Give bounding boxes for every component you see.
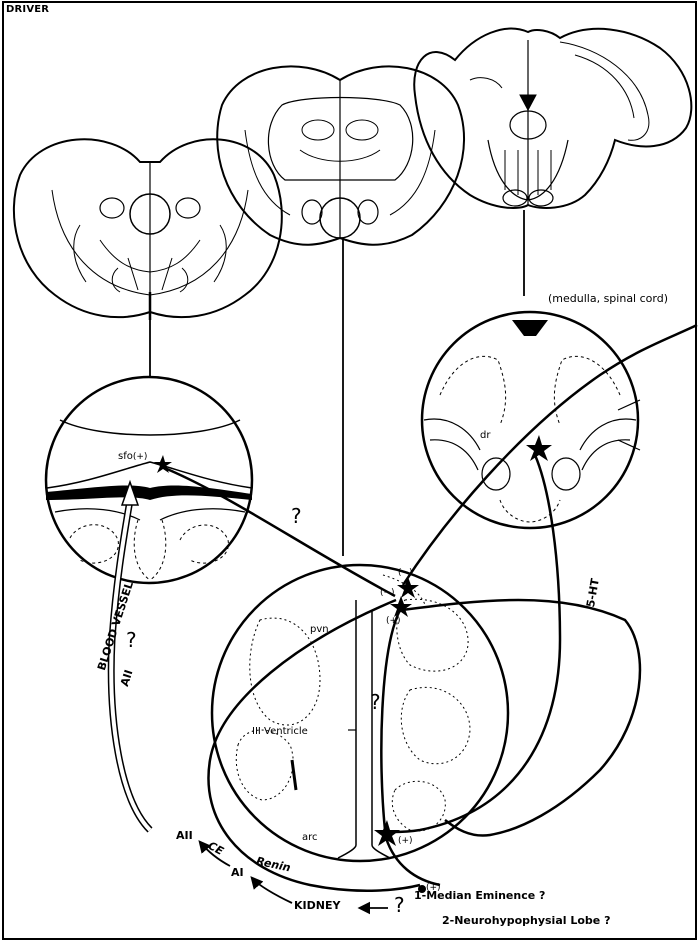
arc-sign-plus: (+) — [398, 836, 413, 846]
question-mark-ventricle: ? — [370, 690, 381, 714]
arc-label: arc — [302, 832, 318, 843]
brain-section-left — [14, 139, 282, 320]
question-mark-sfo-pathway: ? — [291, 504, 302, 528]
angiotensin-2-label: AII — [176, 829, 193, 842]
kidney-label: KIDNEY — [294, 899, 340, 912]
brain-section-middle — [217, 66, 464, 244]
sfo-inset-circle — [46, 377, 252, 583]
dr-inset-circle — [422, 312, 640, 528]
question-mark-kidney: ? — [394, 893, 405, 917]
sfo-sign: (+) — [133, 452, 148, 462]
dr-label: dr — [480, 430, 490, 441]
angiotensin-1-label: AI — [231, 866, 244, 879]
pvn-sign-minus-top: (−) — [398, 568, 413, 578]
target-neurohypophysial-lobe: 2-Neurohypophysial Lobe ? — [442, 914, 610, 927]
medulla-label: (medulla, spinal cord) — [548, 292, 668, 305]
target-median-eminence: 1-Median Eminence ? — [414, 889, 545, 902]
question-mark-blood-vessel: ? — [126, 628, 137, 652]
sfo-label: sfo(+) — [118, 451, 147, 462]
pvn-sign-minus-left: (−) — [380, 588, 395, 598]
corner-label: DRIVER — [6, 4, 49, 15]
pvn-label: pvn — [310, 624, 329, 635]
sfo-name: sfo — [118, 451, 133, 462]
third-ventricle-label: III Ventricle — [252, 726, 308, 737]
pvn-sign-plus: (+) — [386, 616, 401, 626]
